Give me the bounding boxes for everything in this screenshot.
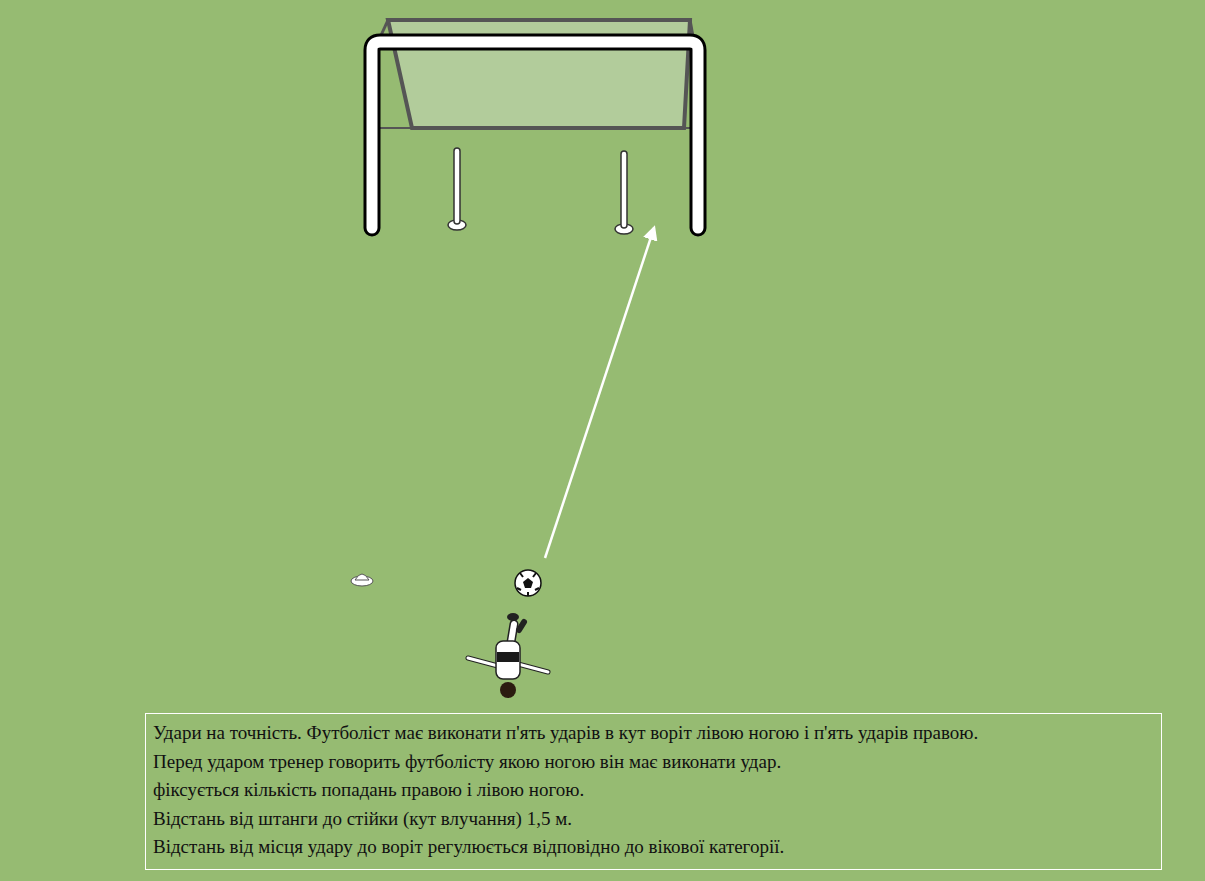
target-pole — [448, 148, 466, 230]
instruction-line: Відстань від штанги до стійки (кут влуча… — [153, 805, 572, 834]
instruction-line: фіксується кількість попадань правою і л… — [153, 776, 584, 805]
instruction-line: Відстань від місця удару до воріт регулю… — [153, 833, 784, 862]
instruction-line: Удари на точність. Футболіст має виконат… — [153, 719, 978, 748]
cone — [351, 574, 373, 586]
goal-frame — [372, 42, 698, 228]
instruction-box: Удари на точність. Футболіст має виконат… — [145, 713, 1162, 870]
instruction-line: Перед ударом тренер говорить футболісту … — [153, 748, 781, 777]
shot-arrow — [545, 228, 654, 558]
ball — [515, 570, 541, 596]
target-pole — [615, 151, 633, 234]
player — [468, 613, 548, 698]
